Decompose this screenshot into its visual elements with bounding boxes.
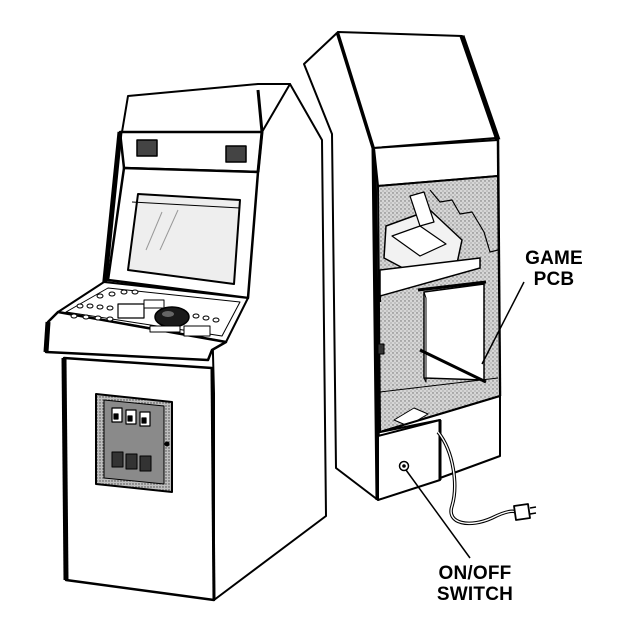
switch-panel [377,419,441,501]
on-off-switch-label: ON/OFF SWITCH [420,563,530,605]
game-pcb-label: GAME PCB [512,248,596,290]
control-buttons [70,289,220,337]
on-off-switch-label-line1: ON/OFF [438,563,512,584]
game-pcb-leader-line [481,281,525,365]
on-off-switch-label-line2: SWITCH [436,584,514,605]
game-pcb-label-line1: GAME [525,248,583,269]
rear-cabinet [303,31,537,526]
front-cabinet-roof [121,83,291,133]
coin-returns [111,451,152,472]
monitor-shelf [379,257,481,297]
coin-slots [111,407,151,427]
speaker-grille-right [225,145,247,163]
power-plug [513,503,531,521]
speaker-grille-left [136,139,158,157]
monitor-screen [127,193,241,285]
game-pcb-label-line2: PCB [533,269,575,290]
trackball [154,306,190,328]
front-cabinet [43,83,327,602]
on-off-switch-leader-line [405,469,471,559]
